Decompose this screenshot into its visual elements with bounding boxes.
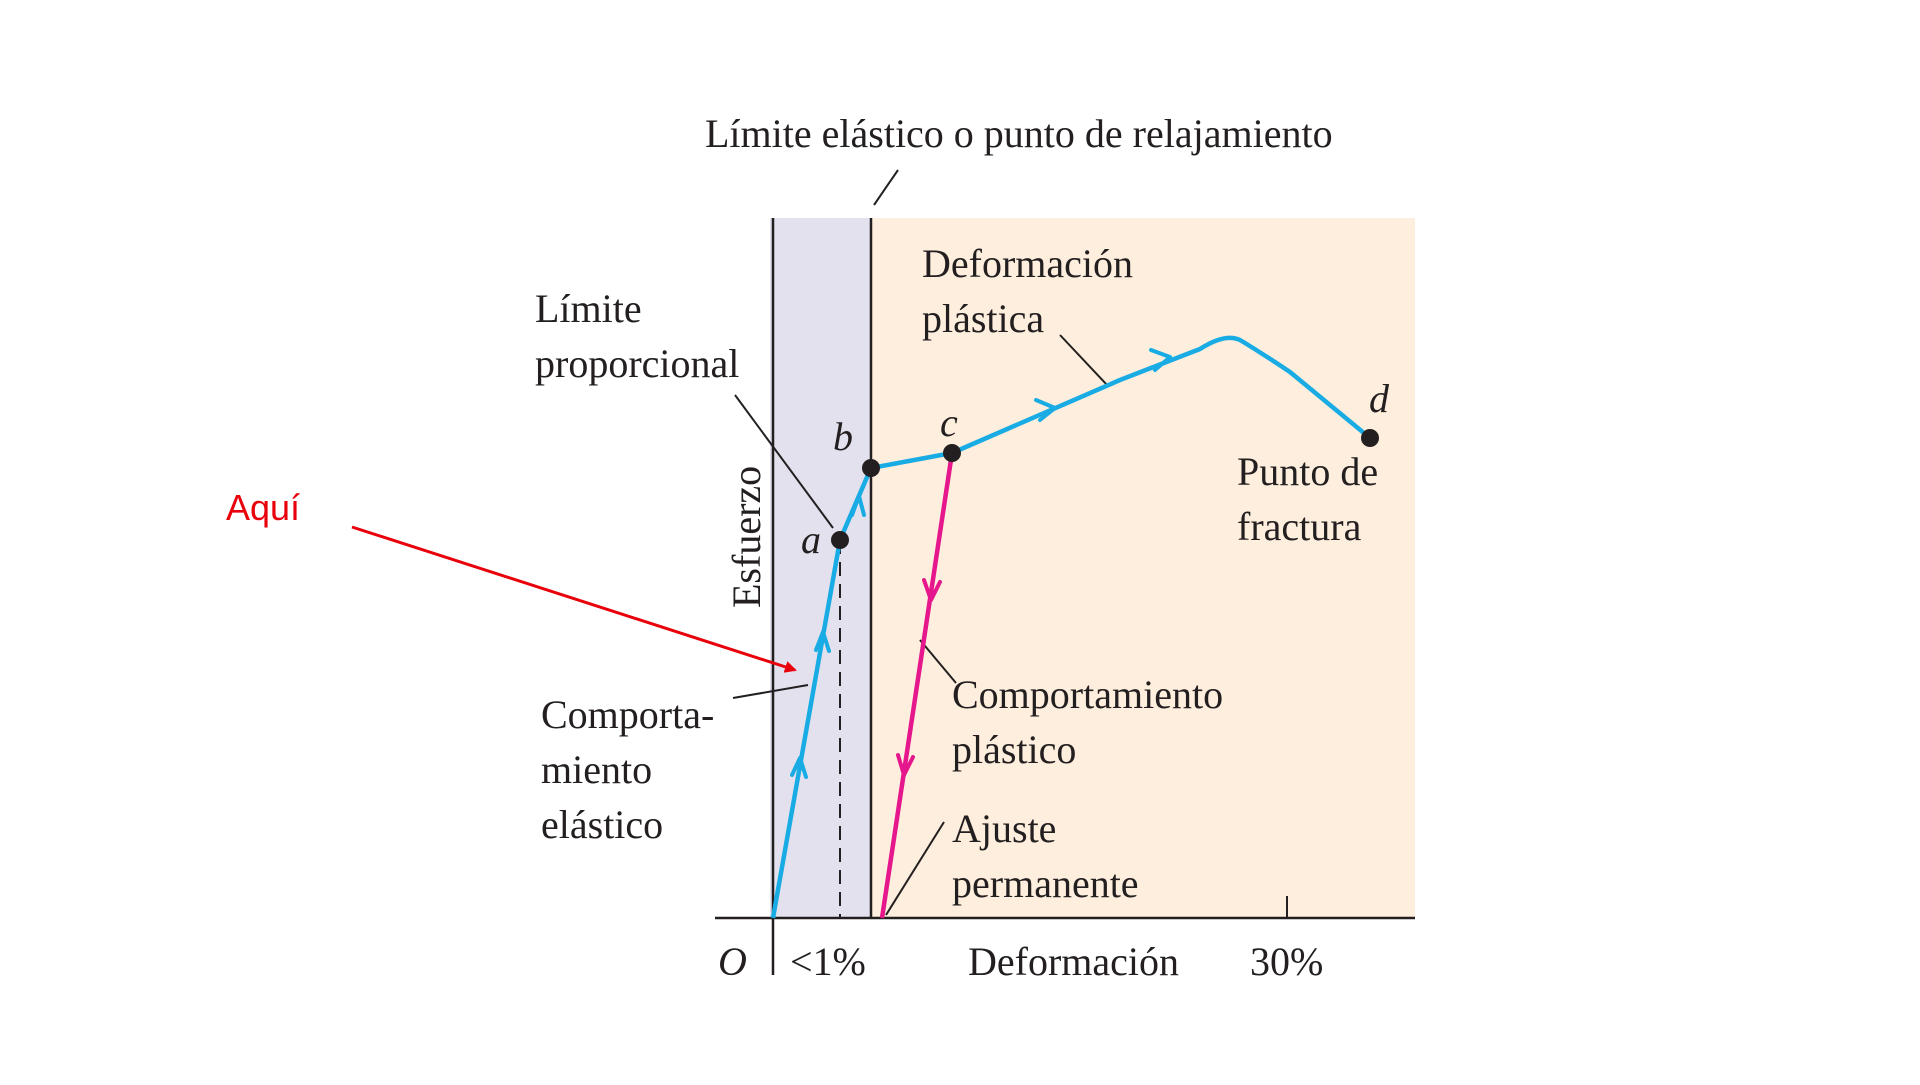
permanent-set-label-1: Ajuste [952, 806, 1056, 851]
unloading-curve [879, 452, 955, 919]
arrow-head [1034, 398, 1057, 422]
arrow-head [1149, 348, 1172, 372]
permanent-set-leader [885, 821, 945, 916]
permanent-set-label-2: permanente [952, 861, 1139, 906]
yield-limit-leader [873, 169, 899, 206]
fracture-point-label-2: fractura [1237, 504, 1362, 549]
elastic-behavior-label-3: elástico [541, 802, 663, 847]
tick-label-30-percent: 30% [1250, 939, 1323, 984]
fracture-point-label-1: Punto de [1237, 449, 1378, 494]
plastic-deformation-leader [1059, 334, 1109, 387]
arrow-head [790, 756, 808, 779]
x-axis-label: Deformación [968, 939, 1179, 984]
tick-label-small-strain: <1% [790, 939, 866, 984]
proportional-limit-label-2: proporcional [535, 341, 739, 386]
proportional-limit-leader [734, 394, 834, 529]
origin-label: O [718, 939, 747, 984]
annotation-text: Aquí [226, 487, 300, 528]
plastic-behavior-label-1: Comportamiento [952, 672, 1223, 717]
arrow-head [896, 753, 915, 777]
plastic-behavior-label-2: plástico [952, 727, 1076, 772]
point-d [1361, 429, 1379, 447]
plastic-region [870, 218, 1415, 918]
point-b [862, 459, 880, 477]
loading-curve [770, 335, 1372, 919]
arrow-head [850, 494, 866, 517]
point-a [831, 531, 849, 549]
loading-direction-arrows [790, 348, 1172, 779]
point-a-label: a [801, 517, 821, 562]
y-axis-label: Esfuerzo [724, 466, 769, 608]
arrow-head [922, 578, 942, 602]
annotation-arrow [351, 525, 797, 673]
yield-limit-label: Límite elástico o punto de relajamiento [705, 111, 1333, 156]
point-c-label: c [940, 400, 958, 445]
elastic-behavior-label-2: miento [541, 747, 652, 792]
elastic-region [770, 218, 870, 918]
plastic-behavior-leader [919, 639, 957, 684]
point-d-label: d [1369, 376, 1390, 421]
proportional-limit-label-1: Límite [535, 286, 642, 331]
plastic-deformation-label-2: plástica [922, 296, 1044, 341]
unloading-direction-arrows [896, 578, 942, 777]
point-c [943, 444, 961, 462]
elastic-behavior-label-1: Comporta- [541, 692, 714, 737]
arrow-head [814, 630, 831, 653]
elastic-behavior-leader [732, 684, 809, 699]
point-b-label: b [833, 414, 853, 459]
plastic-deformation-label-1: Deformación [922, 241, 1133, 286]
